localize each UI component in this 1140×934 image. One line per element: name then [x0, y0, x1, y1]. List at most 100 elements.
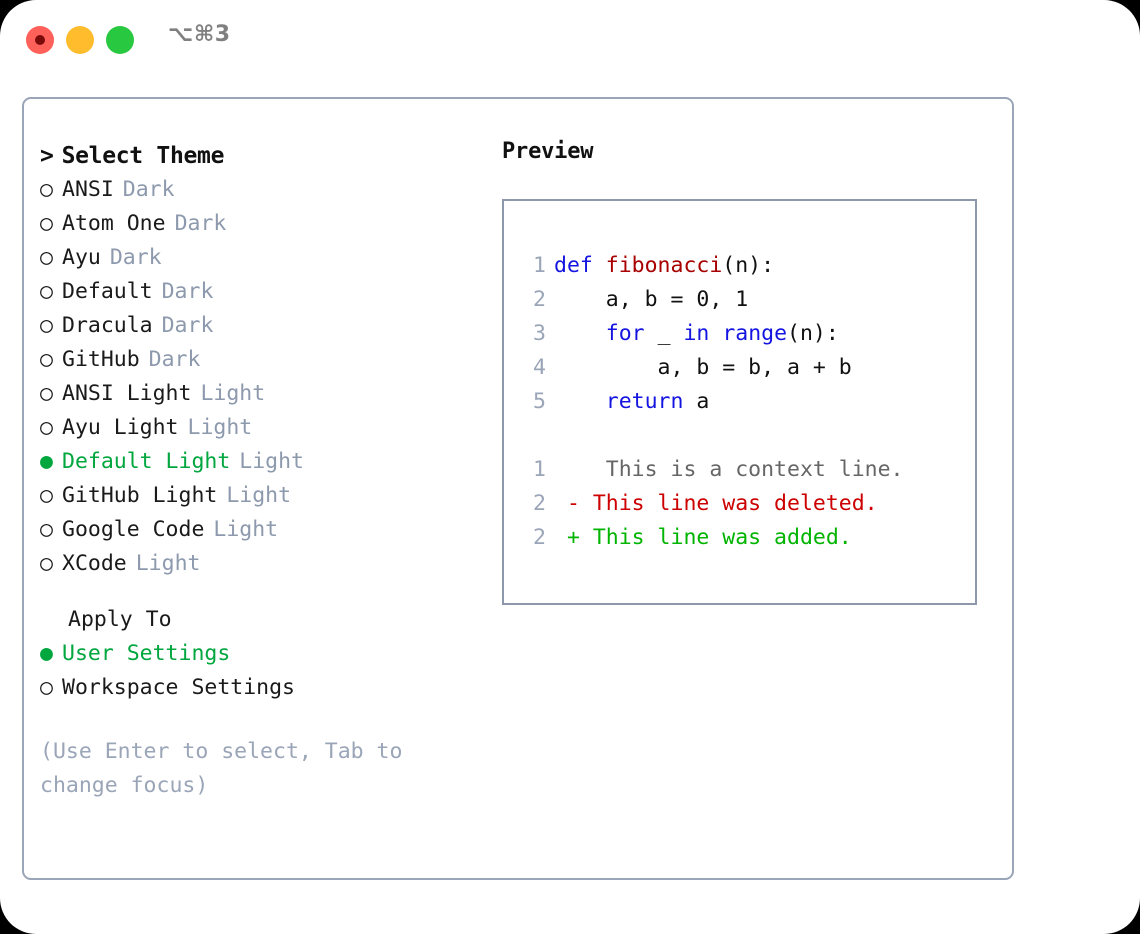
diff-marker: -	[554, 491, 580, 516]
radio-unselected-icon[interactable]: ○	[40, 483, 53, 508]
theme-list-item[interactable]: ○ XCode Light	[40, 547, 490, 581]
title-bar: ⌥⌘3	[0, 0, 1140, 78]
theme-name: Ayu Light	[62, 415, 179, 440]
radio-unselected-icon[interactable]: ○	[40, 415, 53, 440]
code-token: fibonacci	[605, 253, 723, 278]
theme-kind-badge: Light	[135, 551, 201, 576]
code-token: range	[722, 321, 788, 346]
theme-name: Default	[62, 279, 153, 304]
theme-name: Google Code	[62, 517, 205, 542]
radio-selected-icon[interactable]: ●	[40, 641, 53, 666]
line-number: 4	[533, 355, 546, 380]
radio-unselected-icon[interactable]: ○	[40, 517, 53, 542]
diff-text: This line was deleted.	[579, 491, 878, 516]
theme-kind-badge: Dark	[122, 177, 175, 202]
theme-name: Default Light	[62, 449, 231, 474]
line-number: 2	[533, 525, 546, 550]
code-token	[554, 321, 606, 346]
code-token: def	[554, 253, 606, 278]
theme-list-item[interactable]: ○ GitHub Dark	[40, 343, 490, 377]
code-line: 2 a, b = 0, 1	[520, 283, 904, 317]
radio-unselected-icon[interactable]: ○	[40, 177, 53, 202]
diff-line: 1 This is a context line.	[520, 453, 904, 487]
code-token: for	[605, 321, 645, 346]
theme-kind-badge: Light	[213, 517, 279, 542]
code-token: in	[683, 321, 710, 346]
keyboard-hint: (Use Enter to select, Tab to change focu…	[40, 739, 416, 798]
theme-kind-badge: Light	[226, 483, 292, 508]
code-token: a	[683, 389, 710, 414]
theme-kind-badge: Dark	[174, 211, 227, 236]
radio-unselected-icon[interactable]: ○	[40, 381, 53, 406]
code-line: 4 a, b = b, a + b	[520, 351, 904, 385]
code-token: _	[644, 321, 684, 346]
caret-icon: >	[40, 143, 54, 169]
preview-title: Preview	[502, 139, 594, 164]
close-button[interactable]	[26, 26, 54, 54]
diff-marker	[554, 457, 580, 482]
line-number: 2	[533, 491, 546, 516]
diff-marker: +	[554, 525, 580, 550]
theme-kind-badge: Light	[200, 381, 266, 406]
code-token: return	[605, 389, 684, 414]
theme-kind-badge: Dark	[109, 245, 162, 270]
radio-unselected-icon[interactable]: ○	[40, 551, 53, 576]
theme-list-item[interactable]: ○ Google Code Light	[40, 513, 490, 547]
code-line: 3 for _ in range(n):	[520, 317, 904, 351]
minimize-button[interactable]	[66, 26, 94, 54]
hint-spacer	[40, 705, 490, 735]
radio-unselected-icon[interactable]: ○	[40, 245, 53, 270]
theme-kind-badge: Light	[239, 449, 305, 474]
theme-name: GitHub	[62, 347, 140, 372]
radio-unselected-icon[interactable]: ○	[40, 313, 53, 338]
line-number: 1	[533, 253, 546, 278]
apply-to-title: Apply To	[68, 607, 172, 632]
code-token: (n):	[722, 253, 775, 278]
theme-list-item[interactable]: ○ GitHub Light Light	[40, 479, 490, 513]
code-line: 5 return a	[520, 385, 904, 419]
theme-name: Ayu	[62, 245, 101, 270]
theme-list-item[interactable]: ○ Atom One Dark	[40, 207, 490, 241]
radio-unselected-icon[interactable]: ○	[40, 347, 53, 372]
section-spacer	[40, 581, 490, 603]
line-number: 5	[533, 389, 546, 414]
apply-to-option[interactable]: ○Workspace Settings	[40, 671, 490, 705]
radio-unselected-icon[interactable]: ○	[40, 211, 53, 236]
radio-unselected-icon[interactable]: ○	[40, 279, 53, 304]
apply-to-label: User Settings	[62, 641, 231, 666]
radio-unselected-icon[interactable]: ○	[40, 675, 53, 700]
theme-name: ANSI Light	[62, 381, 192, 406]
theme-list-item[interactable]: ○ ANSI Light Light	[40, 377, 490, 411]
code-token: a, b = 0, 1	[554, 287, 749, 312]
theme-kind-badge: Dark	[148, 347, 201, 372]
theme-kind-badge: Dark	[161, 279, 214, 304]
diff-text: This is a context line.	[579, 457, 904, 482]
diff-line: 2 - This line was deleted.	[520, 487, 904, 521]
theme-picker-title: > Select Theme	[40, 139, 490, 173]
code-line: 1 def fibonacci(n):	[520, 249, 904, 283]
theme-list-item[interactable]: ○ Default Dark	[40, 275, 490, 309]
code-token: (n):	[787, 321, 839, 346]
keyboard-shortcut-label: ⌥⌘3	[168, 22, 231, 47]
theme-list-item[interactable]: ● Default Light Light	[40, 445, 490, 479]
theme-name: GitHub Light	[62, 483, 218, 508]
theme-list-item[interactable]: ○ Ayu Dark	[40, 241, 490, 275]
diff-line: 2 + This line was added.	[520, 521, 904, 555]
maximize-button[interactable]	[106, 26, 134, 54]
radio-selected-icon[interactable]: ●	[40, 449, 53, 474]
theme-name: XCode	[62, 551, 127, 576]
apply-to-option[interactable]: ● User Settings	[40, 637, 490, 671]
theme-name: Atom One	[62, 211, 166, 236]
line-number: 2	[533, 287, 546, 312]
